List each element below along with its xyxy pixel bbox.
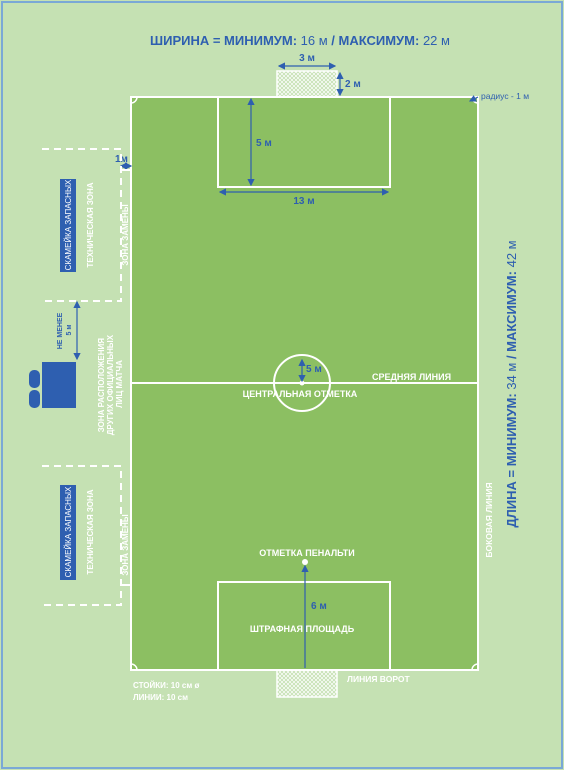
lines-note: ЛИНИИ: 10 см bbox=[133, 693, 188, 702]
touch-line-label: БОКОВАЯ ЛИНИЯ bbox=[484, 482, 494, 557]
goal-bottom-net bbox=[276, 669, 338, 698]
penalty-area-label: ШТРАФНАЯ ПЛОЩАДЬ bbox=[250, 624, 355, 634]
subs-bench-bottom-label: СКАМЕЙКА ЗАПАСНЫХ bbox=[64, 486, 73, 577]
penalty-mark-label: ОТМЕТКА ПЕНАЛЬТИ bbox=[259, 548, 354, 558]
goal-width-label: 3 м bbox=[299, 53, 315, 64]
substitution-zone-bottom-label: ЗОНА ЗАМЕНЫ bbox=[121, 514, 130, 575]
corner-arc-bottom-left bbox=[130, 663, 138, 671]
penalty-mark-dot bbox=[302, 559, 308, 565]
min-distance-label: НЕ МЕНЕЕ 5 м bbox=[57, 311, 73, 350]
technical-zone-top-label: ТЕХНИЧЕСКАЯ ЗОНА bbox=[86, 182, 95, 267]
area-depth-label: 5 м bbox=[256, 138, 272, 149]
officials-zone-label: ЗОНА РАСПОЛОЖЕНИЯ ДРУГИХ ОФИЦИАЛЬНЫХ ЛИЦ… bbox=[97, 333, 124, 436]
length-title: ДЛИНА = МИНИМУМ: 34 м / МАКСИМУМ: 42 м bbox=[504, 240, 519, 527]
technical-zone-top bbox=[42, 148, 122, 302]
area-width-label: 13 м bbox=[293, 196, 314, 207]
goal-depth-label: 2 м bbox=[345, 79, 361, 90]
penalty-distance-label: 6 м bbox=[311, 601, 327, 612]
posts-note: СТОЙКИ: 10 см ø bbox=[133, 681, 199, 690]
centre-mark bbox=[299, 380, 305, 386]
subs-bench-bottom bbox=[60, 485, 76, 580]
substitution-zone-top-label: ЗОНА ЗАМЕНЫ bbox=[121, 204, 130, 265]
width-title: ШИРИНА = МИНИМУМ: 16 м / МАКСИМУМ: 22 м bbox=[150, 33, 450, 48]
officials-table-icon bbox=[29, 362, 76, 408]
circle-radius-label: 5 м bbox=[306, 364, 322, 375]
goal-top-net bbox=[276, 70, 338, 98]
centre-circle bbox=[273, 354, 331, 412]
corner-radius-arrow bbox=[468, 95, 479, 102]
subs-bench-top-label: СКАМЕЙКА ЗАПАСНЫХ bbox=[64, 179, 73, 270]
penalty-area-top bbox=[217, 96, 391, 188]
centre-mark-label: ЦЕНТРАЛЬНАЯ ОТМЕТКА bbox=[243, 389, 358, 399]
subs-bench-top bbox=[60, 179, 76, 272]
corner-radius-label: радиус - 1 м bbox=[481, 91, 529, 101]
corner-arc-bottom-right bbox=[471, 663, 479, 671]
technical-zone-bottom bbox=[42, 465, 122, 606]
corner-arc-top-left bbox=[130, 96, 138, 104]
goal-line-label: ЛИНИЯ ВОРОТ bbox=[347, 674, 410, 684]
halfway-line-label: СРЕДНЯЯ ЛИНИЯ bbox=[372, 372, 451, 382]
technical-zone-bottom-label: ТЕХНИЧЕСКАЯ ЗОНА bbox=[86, 489, 95, 574]
